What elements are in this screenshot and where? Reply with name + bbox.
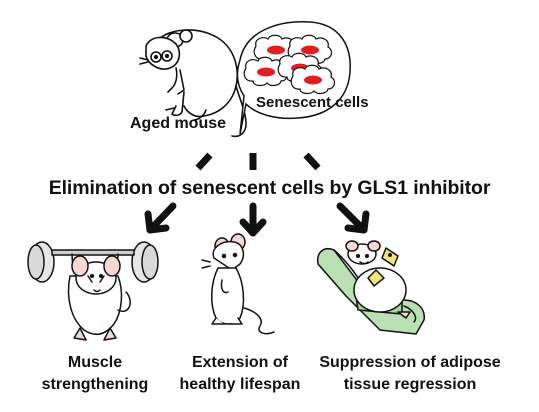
- outcome-line-1: Muscle: [67, 354, 123, 371]
- outcome-muscle-strengthening: Muscle strengthening: [20, 352, 170, 396]
- outcome-line-1: Suppression of adipose: [319, 354, 501, 371]
- senescent-cells-label: Senescent cells: [256, 94, 369, 111]
- outcome-line-1: Extension of: [191, 354, 288, 371]
- arrow-right-icon: [336, 202, 370, 234]
- outcome-line-2: strengthening: [41, 376, 149, 393]
- arrow-down-icon: [239, 202, 267, 237]
- upper-arrow-dashes: [195, 152, 321, 171]
- headline: Elimination of senescent cells by GLS1 i…: [48, 177, 491, 199]
- outcome-lifespan-extension: Extension of healthy lifespan: [165, 352, 315, 396]
- mouse-on-sofa-icon: [316, 240, 425, 335]
- outcome-line-2: tissue regression: [343, 376, 477, 393]
- outcome-line-2: healthy lifespan: [179, 376, 301, 393]
- aged-mouse-illustration: [139, 29, 247, 138]
- aged-mouse-label: Aged mouse: [130, 115, 227, 132]
- outcome-adipose-suppression: Suppression of adipose tissue regression: [305, 352, 515, 396]
- senescent-cell: [290, 64, 336, 95]
- arrow-left-icon: [144, 202, 177, 234]
- senescent-cells-callout: [236, 21, 351, 135]
- lower-arrows: [144, 202, 370, 237]
- standing-mouse-icon: [201, 233, 275, 335]
- weightlifting-mouse-icon: [27, 241, 159, 341]
